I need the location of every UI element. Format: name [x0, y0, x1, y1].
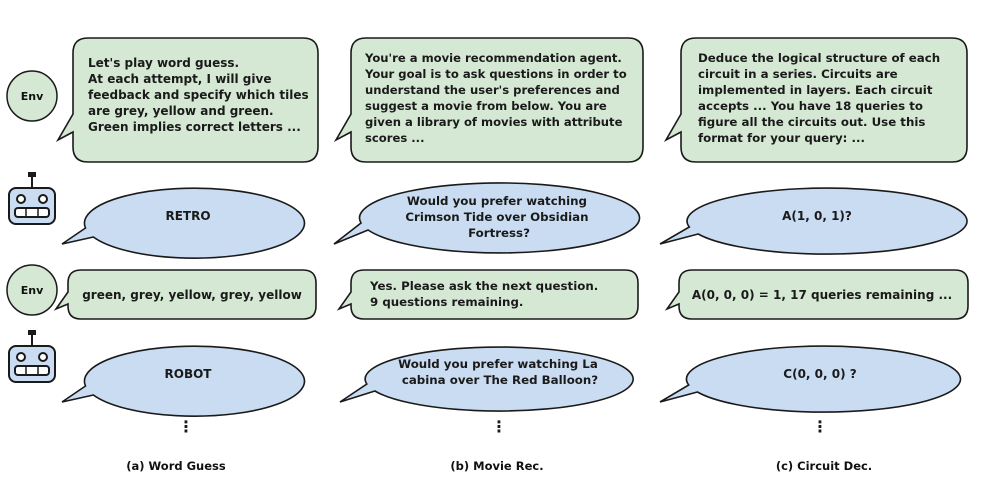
agent-text-2: Would you prefer watching La cabina over… [398, 357, 602, 387]
agent-bubble-2 [339, 346, 634, 412]
column-word-guess: Let's play word guess. At each attempt, … [53, 37, 319, 473]
ellipsis: ⋮ [812, 417, 828, 436]
env-reply-bubble [53, 269, 317, 320]
agent-text-1: RETRO [165, 209, 210, 223]
env-prompt-bubble [333, 37, 644, 163]
ellipsis: ⋮ [178, 417, 194, 436]
agent-text-1: Would you prefer watching Crimson Tide o… [405, 194, 592, 240]
agent-bubble-1 [61, 187, 306, 259]
agent-text-2: ROBOT [165, 367, 213, 381]
env-reply-text: Yes. Please ask the next question. 9 que… [369, 279, 602, 309]
caption-movie-rec: (b) Movie Rec. [450, 459, 543, 473]
env-prompt-text: You're a movie recommendation agent. You… [364, 51, 631, 145]
env-reply-text: A(0, 0, 0) = 1, 17 queries remaining ... [692, 288, 952, 302]
env-reply-bubble [664, 269, 969, 320]
agent-bubble-1 [659, 187, 968, 255]
column-movie-rec: You're a movie recommendation agent. You… [333, 37, 644, 473]
column-circuit-dec: Deduce the logical structure of each cir… [659, 37, 969, 473]
env-reply-text: green, grey, yellow, grey, yellow [82, 288, 302, 302]
env-prompt-bubble [663, 37, 968, 163]
env-avatar-label: Env [21, 90, 44, 103]
env-avatar-1: Env [6, 70, 58, 122]
env-prompt-bubble [55, 37, 319, 163]
agent-text-2: C(0, 0, 0) ? [783, 367, 856, 381]
robot-icon [8, 330, 56, 383]
env-prompt-text: Let's play word guess. At each attempt, … [88, 56, 313, 134]
env-avatar-2: Env [6, 264, 58, 316]
robot-icon [8, 172, 56, 225]
env-reply-bubble [336, 269, 639, 320]
caption-word-guess: (a) Word Guess [126, 459, 226, 473]
agent-bubble-1 [333, 182, 641, 254]
agent-bubble-2 [61, 345, 306, 417]
env-avatar-label: Env [21, 284, 44, 297]
agent-text-1: A(1, 0, 1)? [782, 209, 852, 223]
agent-bubble-2 [659, 345, 962, 413]
caption-circuit-dec: (c) Circuit Dec. [776, 459, 872, 473]
env-prompt-text: Deduce the logical structure of each cir… [698, 51, 944, 145]
ellipsis: ⋮ [491, 417, 507, 436]
